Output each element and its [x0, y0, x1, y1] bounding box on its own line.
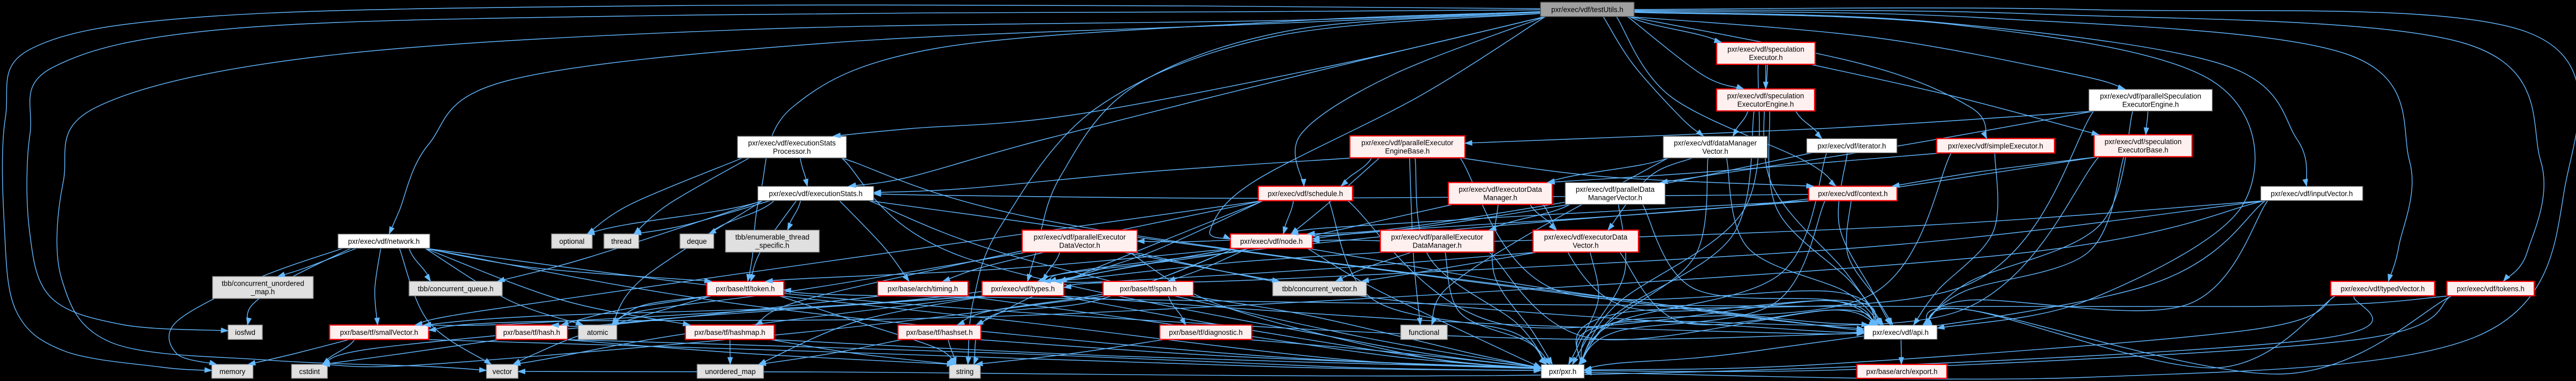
svg-text:Processor.h: Processor.h	[773, 147, 811, 155]
svg-text:pxr/base/arch/timing.h: pxr/base/arch/timing.h	[888, 285, 958, 293]
svg-text:pxr/exec/vdf/parallelExecutor: pxr/exec/vdf/parallelExecutor	[1034, 233, 1126, 241]
svg-text:tbb/concurrent_queue.h: tbb/concurrent_queue.h	[418, 285, 493, 293]
svg-text:pxr/exec/vdf/typedVector.h: pxr/exec/vdf/typedVector.h	[2340, 285, 2424, 293]
svg-text:pxr/base/tf/span.h: pxr/base/tf/span.h	[1120, 285, 1176, 293]
svg-text:ExecutorBase.h: ExecutorBase.h	[2118, 146, 2169, 154]
svg-text:pxr/exec/vdf/iterator.h: pxr/exec/vdf/iterator.h	[1817, 142, 1886, 150]
svg-text:cstdint: cstdint	[299, 368, 320, 376]
svg-text:pxr/exec/vdf/parallelExecutor: pxr/exec/vdf/parallelExecutor	[1391, 233, 1483, 241]
svg-text:pxr/exec/vdf/executionStats: pxr/exec/vdf/executionStats	[748, 139, 836, 147]
svg-text:pxr/exec/vdf/parallelData: pxr/exec/vdf/parallelData	[1576, 185, 1655, 193]
svg-text:pxr/exec/vdf/dataManager: pxr/exec/vdf/dataManager	[1674, 139, 1757, 147]
svg-text:pxr/base/arch/export.h: pxr/base/arch/export.h	[1866, 368, 1937, 376]
svg-text:pxr/exec/vdf/context.h: pxr/exec/vdf/context.h	[1818, 190, 1887, 198]
svg-text:EngineBase.h: EngineBase.h	[1385, 147, 1430, 155]
svg-text:pxr/exec/vdf/executorData: pxr/exec/vdf/executorData	[1544, 233, 1628, 241]
svg-text:ManagerVector.h: ManagerVector.h	[1588, 194, 1642, 202]
svg-text:pxr/exec/vdf/node.h: pxr/exec/vdf/node.h	[1240, 237, 1303, 245]
svg-text:pxr/exec/vdf/speculation: pxr/exec/vdf/speculation	[1727, 92, 1804, 100]
svg-text:atomic: atomic	[587, 328, 608, 337]
svg-text:pxr/exec/vdf/tokens.h: pxr/exec/vdf/tokens.h	[2457, 285, 2525, 293]
svg-text:pxr/exec/vdf/simpleExecutor.h: pxr/exec/vdf/simpleExecutor.h	[1948, 142, 2043, 150]
svg-text:ExecutorEngine.h: ExecutorEngine.h	[1738, 100, 1794, 108]
svg-text:Vector.h: Vector.h	[1702, 147, 1728, 155]
svg-text:Manager.h: Manager.h	[1483, 194, 1517, 202]
svg-text:pxr/pxr.h: pxr/pxr.h	[1549, 368, 1576, 376]
svg-text:pxr/exec/vdf/api.h: pxr/exec/vdf/api.h	[1872, 328, 1929, 337]
svg-text:optional: optional	[560, 237, 585, 245]
svg-text:pxr/base/tf/token.h: pxr/base/tf/token.h	[716, 285, 775, 293]
svg-text:deque: deque	[687, 237, 707, 245]
svg-text:pxr/exec/vdf/types.h: pxr/exec/vdf/types.h	[991, 285, 1055, 293]
svg-text:pxr/exec/vdf/inputVector.h: pxr/exec/vdf/inputVector.h	[2271, 190, 2353, 198]
svg-text:tbb/enumerable_thread: tbb/enumerable_thread	[735, 233, 809, 241]
svg-text:pxr/exec/vdf/network.h: pxr/exec/vdf/network.h	[348, 237, 420, 245]
svg-text:DataManager.h: DataManager.h	[1412, 242, 1462, 250]
svg-text:tbb/concurrent_vector.h: tbb/concurrent_vector.h	[1282, 285, 1357, 293]
svg-text:pxr/base/tf/hashset.h: pxr/base/tf/hashset.h	[906, 328, 972, 337]
svg-text:pxr/base/tf/diagnostic.h: pxr/base/tf/diagnostic.h	[1169, 328, 1243, 337]
svg-text:iosfwd: iosfwd	[235, 328, 255, 337]
svg-text:memory: memory	[220, 368, 246, 376]
svg-text:tbb/concurrent_unordered: tbb/concurrent_unordered	[222, 280, 304, 288]
svg-text:pxr/exec/vdf/executorData: pxr/exec/vdf/executorData	[1459, 185, 1542, 193]
svg-text:pxr/exec/vdf/testUtils.h: pxr/exec/vdf/testUtils.h	[1551, 5, 1623, 13]
svg-text:DataVector.h: DataVector.h	[1059, 242, 1100, 250]
svg-text:pxr/base/tf/hash.h: pxr/base/tf/hash.h	[503, 328, 560, 337]
svg-text:vector: vector	[493, 368, 512, 376]
svg-text:functional: functional	[1409, 328, 1439, 337]
svg-text:_map.h: _map.h	[251, 288, 275, 296]
svg-text:pxr/exec/vdf/speculation: pxr/exec/vdf/speculation	[1727, 46, 1804, 54]
svg-text:ExecutorEngine.h: ExecutorEngine.h	[2122, 101, 2179, 109]
svg-text:Executor.h: Executor.h	[1749, 54, 1782, 62]
svg-text:pxr/exec/vdf/parallelSpeculati: pxr/exec/vdf/parallelSpeculation	[2100, 92, 2201, 100]
svg-text:_specific.h: _specific.h	[755, 242, 789, 250]
svg-text:pxr/exec/vdf/parallelExecutor: pxr/exec/vdf/parallelExecutor	[1362, 139, 1454, 147]
svg-text:pxr/exec/vdf/executionStats.h: pxr/exec/vdf/executionStats.h	[769, 190, 863, 198]
svg-text:thread: thread	[611, 237, 632, 245]
svg-text:Vector.h: Vector.h	[1573, 242, 1598, 250]
svg-text:pxr/base/tf/hashmap.h: pxr/base/tf/hashmap.h	[694, 328, 766, 337]
svg-text:pxr/exec/vdf/speculation: pxr/exec/vdf/speculation	[2105, 138, 2182, 146]
svg-text:pxr/exec/vdf/schedule.h: pxr/exec/vdf/schedule.h	[1268, 190, 1343, 198]
svg-text:pxr/base/tf/smallVector.h: pxr/base/tf/smallVector.h	[340, 328, 418, 337]
svg-text:unordered_map: unordered_map	[705, 368, 756, 376]
svg-text:string: string	[956, 368, 974, 376]
